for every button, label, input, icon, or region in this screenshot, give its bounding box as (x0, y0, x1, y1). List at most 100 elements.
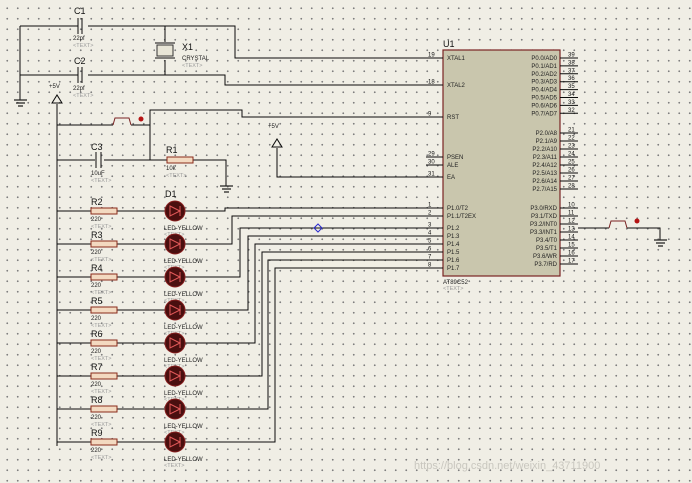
resistor-body[interactable] (90, 273, 118, 281)
led-row-net (57, 251, 426, 377)
led-body[interactable] (164, 266, 186, 288)
resistor-text: <TEXT> (91, 356, 111, 362)
mcu-pin-name: P1.6 (447, 258, 460, 264)
mcu-pin-name: P3.3/INT1 (530, 230, 558, 236)
mcu-pin-number: 31 (428, 172, 435, 178)
led-bank: R2220<TEXT>LED-YELLOW<TEXT>R3220<TEXT>LE… (57, 189, 426, 469)
mcu-pin-number: 9 (428, 112, 432, 118)
mcu-pin-name: ALE (447, 163, 458, 169)
resistor-text: <TEXT> (91, 455, 111, 461)
resistor-body[interactable] (90, 372, 118, 380)
mcu-pin-number: 15 (568, 243, 575, 249)
crystal-value: CRYSTAL (182, 56, 210, 62)
int0-button-dot (634, 218, 640, 224)
int0-net (578, 227, 661, 240)
resistor-value: 220 (91, 349, 102, 355)
led-body[interactable] (164, 200, 186, 222)
int0-button[interactable] (608, 220, 628, 229)
mcu-pin-number: 28 (568, 184, 575, 190)
led-row-net (57, 207, 426, 212)
resistor-value: 220 (91, 250, 102, 256)
mcu-pin-number: 27 (568, 176, 575, 182)
led-body[interactable] (164, 398, 186, 420)
mcu-pin-name: XTAL2 (447, 83, 466, 89)
mcu-pin-number: 25 (568, 160, 575, 166)
crystal-text: <TEXT> (182, 63, 202, 69)
mcu-pin-name: RST (447, 115, 459, 121)
ground-symbol-r1 (220, 185, 233, 193)
mcu-pin-name: P1.7 (447, 266, 460, 272)
resistor-body[interactable] (90, 339, 118, 347)
reset-section: +5V C3 10uF <TEXT> R1 10k <TEXT> +5V (49, 84, 426, 446)
power-label-left: +5V (49, 84, 60, 90)
mcu-pin-name: P2.0/A8 (536, 131, 558, 137)
led-value: LED-YELLOW (164, 457, 203, 463)
mcu-pin-number: 23 (568, 144, 575, 150)
resistor-value: 220 (91, 316, 102, 322)
mcu-pin-name: P0.1/AD1 (531, 64, 557, 70)
mcu-pin-name: P3.7/RD (534, 262, 557, 268)
resistor-value: 220 (91, 217, 102, 223)
r1-body[interactable] (166, 156, 194, 164)
led-diode-symbol (169, 403, 182, 415)
mcu-pin-number: 21 (568, 128, 575, 134)
resistor-text: <TEXT> (91, 323, 111, 329)
resistor-ref: R8 (91, 395, 103, 405)
mcu-pin-name: P1.0/T2 (447, 206, 469, 212)
rst-net (57, 109, 426, 126)
resistor-value: 220 (91, 382, 102, 388)
led-body[interactable] (164, 299, 186, 321)
mcu-pin-name: P3.6/WR (533, 254, 558, 260)
power-arrow-left (51, 94, 63, 104)
mcu-pin-number: 16 (568, 251, 575, 257)
resistor-body[interactable] (90, 405, 118, 413)
mcu-pin-name: P2.4/A12 (532, 163, 557, 169)
mcu-pin-name: P3.0/RXD (530, 206, 557, 212)
mcu-ref: U1 (443, 39, 455, 49)
mcu-pin-name: P0.6/AD6 (531, 103, 557, 109)
reset-button[interactable] (112, 117, 132, 126)
resistor-body[interactable] (90, 306, 118, 314)
mcu-pin-number: 1 (428, 203, 432, 209)
led-diode-symbol (169, 271, 182, 283)
mcu-pin-name: P1.5 (447, 250, 460, 256)
led-body[interactable] (164, 431, 186, 453)
resistor-text: <TEXT> (91, 224, 111, 230)
resistor-text: <TEXT> (91, 290, 111, 296)
mcu-pin-number: 37 (568, 68, 575, 74)
mcu-pin-number: 19 (428, 53, 435, 59)
led-body[interactable] (164, 332, 186, 354)
resistor-body[interactable] (90, 240, 118, 248)
ground-symbol-int0 (654, 239, 667, 247)
mcu-pin-name: P0.4/AD4 (531, 88, 557, 94)
mcu-pin-number: 22 (568, 136, 575, 142)
mcu-pin-number: 4 (428, 231, 432, 237)
led-row-net (57, 227, 426, 278)
mcu-body[interactable] (442, 49, 561, 277)
crystal-body[interactable] (156, 44, 174, 57)
mcu-at89c52[interactable]: U1 AT89C52 <TEXT> 19XTAL118XTAL29RST29PS… (426, 39, 578, 292)
mcu-pin-name: PSEN (447, 155, 463, 161)
crystal-ref: X1 (182, 42, 193, 52)
mcu-right-pins: 39P0.0/AD038P0.1/AD137P0.2/AD236P0.3/AD3… (530, 53, 578, 268)
mcu-pin-number: 33 (568, 100, 575, 106)
resistor-body[interactable] (90, 207, 118, 215)
mcu-pin-number: 34 (568, 92, 575, 98)
mcu-pin-number: 29 (428, 152, 435, 158)
mcu-pin-number: 39 (568, 53, 575, 59)
resistor-body[interactable] (90, 438, 118, 446)
mcu-pin-number: 2 (428, 211, 432, 217)
c3-value: 10uF (91, 171, 105, 177)
led-body[interactable] (164, 233, 186, 255)
mcu-pin-number: 38 (568, 60, 575, 66)
resistor-ref: R6 (91, 329, 103, 339)
mcu-pin-name: P2.6/A14 (532, 179, 557, 185)
resistor-ref: R4 (91, 263, 103, 273)
c1-ref: C1 (74, 6, 86, 16)
led-body[interactable] (164, 365, 186, 387)
probe-marker[interactable] (313, 223, 323, 233)
mcu-pin-number: 26 (568, 168, 575, 174)
